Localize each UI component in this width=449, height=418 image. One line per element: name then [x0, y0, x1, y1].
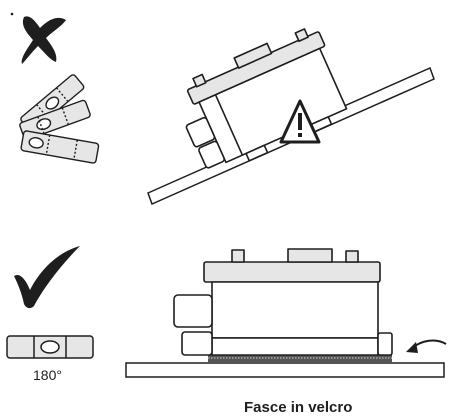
velcro-strip	[208, 355, 392, 363]
level-mounting-rail	[125, 362, 445, 378]
correct-checkmark-icon	[14, 246, 80, 309]
attach-arrow-icon	[406, 339, 447, 353]
level-device	[173, 248, 393, 356]
warning-triangle-icon	[279, 99, 321, 144]
level-icon	[6, 335, 94, 359]
wrong-mark-x-icon	[10, 12, 66, 65]
tilted-device	[185, 28, 348, 169]
tilted-level-icons	[19, 74, 100, 164]
level-angle-label: 180°	[33, 367, 62, 383]
velcro-caption: Fasce in velcro	[244, 399, 352, 416]
